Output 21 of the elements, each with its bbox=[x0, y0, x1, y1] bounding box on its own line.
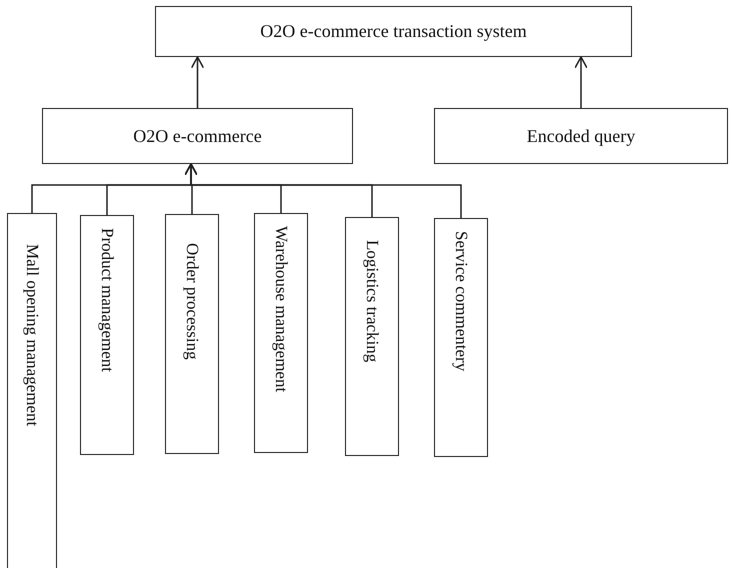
arrow bbox=[190, 56, 204, 108]
node-label: Service commentery bbox=[451, 231, 471, 372]
arrow bbox=[574, 56, 588, 108]
node-label: O2O e-commerce bbox=[133, 126, 262, 146]
node-label: Order processing bbox=[182, 243, 202, 360]
node-label: O2O e-commerce transaction system bbox=[260, 21, 527, 42]
module-box bbox=[7, 213, 57, 568]
module-box bbox=[254, 213, 308, 453]
node-label: Mall opening management bbox=[22, 244, 42, 426]
node-label: Logistics tracking bbox=[362, 240, 382, 362]
process-box bbox=[434, 108, 728, 164]
module-box bbox=[434, 218, 488, 457]
node-label: Product management bbox=[97, 228, 117, 372]
arrow bbox=[184, 163, 462, 218]
module-box bbox=[165, 214, 219, 454]
module-box bbox=[80, 215, 134, 455]
process-box bbox=[155, 6, 632, 57]
node-label: Warehouse management bbox=[271, 226, 291, 392]
module-box bbox=[345, 217, 399, 456]
node-label: Encoded query bbox=[526, 126, 636, 146]
process-box bbox=[42, 108, 353, 164]
